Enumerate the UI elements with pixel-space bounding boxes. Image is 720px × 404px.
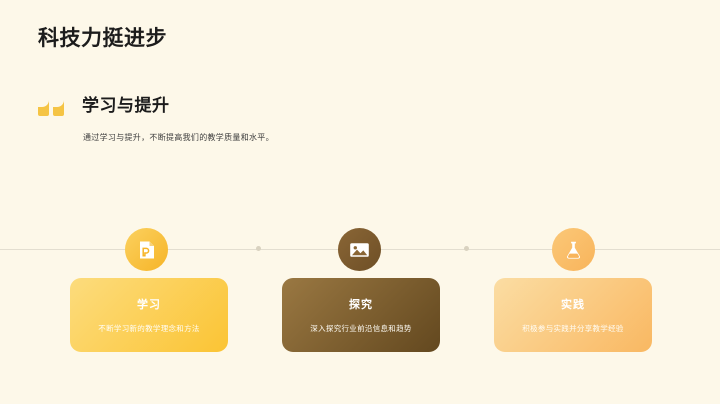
page-title: 科技力挺进步 (38, 27, 167, 50)
section-description: 通过学习与提升，不断提高我们的教学质量和水平。 (83, 133, 274, 142)
card-title: 探究 (349, 299, 373, 311)
card-description: 不断学习新的教学理念和方法 (98, 324, 200, 333)
timeline-card-explore[interactable]: 探究 深入探究行业前沿信息和趋势 (282, 278, 440, 352)
card-description: 深入探究行业前沿信息和趋势 (310, 324, 412, 333)
card-title: 学习 (137, 299, 161, 311)
image-picture-icon (349, 241, 370, 259)
card-title: 实践 (561, 299, 585, 311)
card-description: 积极参与实践并分享教学经验 (522, 324, 624, 333)
timeline-node-practice[interactable] (552, 228, 595, 271)
document-file-icon (138, 240, 156, 260)
section-heading: 学习与提升 (82, 96, 170, 115)
quote-glyph-right (53, 93, 64, 116)
timeline-card-learn[interactable]: 学习 不断学习新的教学理念和方法 (70, 278, 228, 352)
timeline-dot (464, 246, 469, 251)
timeline-node-learn[interactable] (125, 228, 168, 271)
timeline-node-explore[interactable] (338, 228, 381, 271)
timeline-card-practice[interactable]: 实践 积极参与实践并分享教学经验 (494, 278, 652, 352)
flask-beaker-icon (564, 240, 583, 260)
quote-glyph-left (38, 93, 49, 116)
double-quote-icon (38, 93, 68, 117)
timeline-dot (256, 246, 261, 251)
